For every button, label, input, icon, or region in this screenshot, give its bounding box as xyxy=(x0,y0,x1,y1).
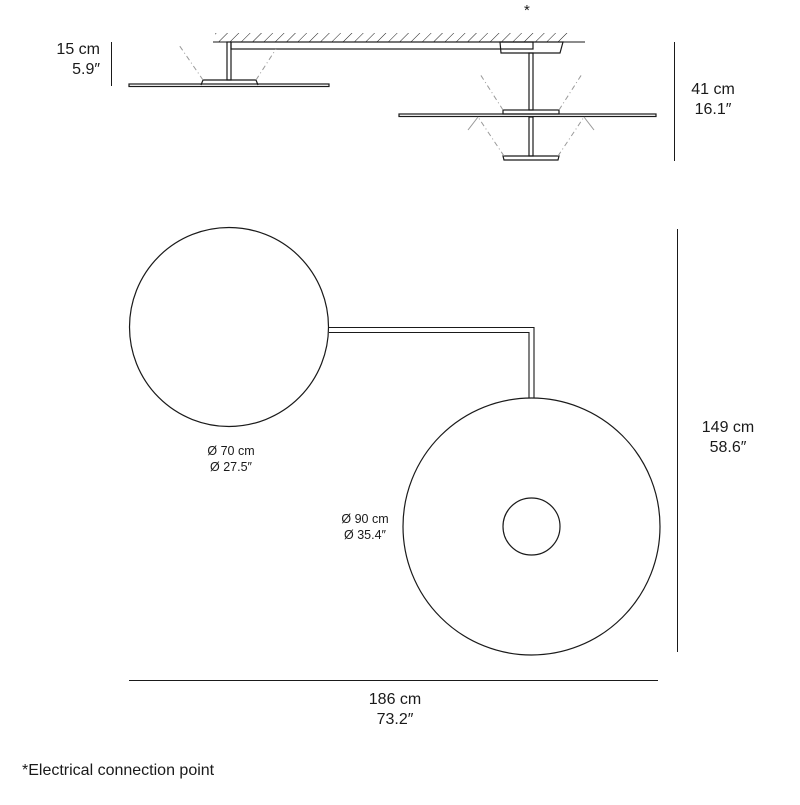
height-right-inch: 16.1″ xyxy=(694,101,732,118)
right-beam xyxy=(558,73,583,111)
ceiling-hatch xyxy=(215,33,568,42)
small-disc-diameter-inch: Ø 27.5″ xyxy=(210,459,252,474)
side-elevation xyxy=(111,33,675,161)
plan-arm-inner xyxy=(329,331,530,398)
plan-view xyxy=(128,226,678,681)
left-disc-side xyxy=(128,83,330,88)
small-disc xyxy=(128,226,330,428)
left-beam xyxy=(178,44,204,81)
large-disc-diameter-cm: Ø 90 cm xyxy=(341,512,389,526)
large-disc-diameter-inch: Ø 35.4″ xyxy=(344,527,386,542)
height-right-cm: 41 cm xyxy=(691,81,735,98)
overall-depth-label: 149 cm 58.6″ xyxy=(692,418,764,458)
left-hub xyxy=(200,79,259,86)
horizontal-arm xyxy=(230,41,534,50)
small-disc-diameter-label: Ø 70 cm Ø 27.5″ xyxy=(196,444,266,475)
height-left-inch: 5.9″ xyxy=(72,61,100,78)
overall-width-cm: 186 cm xyxy=(368,691,422,708)
large-disc-hub xyxy=(502,497,561,556)
right-lower-hub xyxy=(502,155,560,161)
right-beam xyxy=(479,73,504,111)
left-beam xyxy=(255,48,277,81)
canopy xyxy=(499,41,564,54)
electrical-connection-marker: * xyxy=(524,2,530,19)
overall-width-inch: 73.2″ xyxy=(376,711,414,728)
height-left-label: 15 cm 5.9″ xyxy=(42,40,100,80)
height-right-label: 41 cm 16.1″ xyxy=(684,80,742,120)
right-lower-stem xyxy=(528,116,534,157)
height-left-cm: 15 cm xyxy=(56,41,100,58)
large-disc xyxy=(402,397,661,656)
footnote: *Electrical connection point xyxy=(22,762,215,779)
overall-depth-inch: 58.6″ xyxy=(709,439,747,456)
right-disc-side xyxy=(398,113,657,118)
right-beam xyxy=(557,116,585,157)
right-beam xyxy=(477,116,505,157)
overall-width-label: 186 cm 73.2″ xyxy=(350,690,440,730)
plan-arm-outer xyxy=(328,326,535,398)
small-disc-diameter-cm: Ø 70 cm xyxy=(207,444,255,458)
right-beam xyxy=(583,116,595,131)
overall-depth-cm: 149 cm xyxy=(701,419,755,436)
large-disc-diameter-label: Ø 90 cm Ø 35.4″ xyxy=(330,512,400,543)
right-upper-stem xyxy=(528,52,534,111)
right-beam xyxy=(467,116,479,131)
